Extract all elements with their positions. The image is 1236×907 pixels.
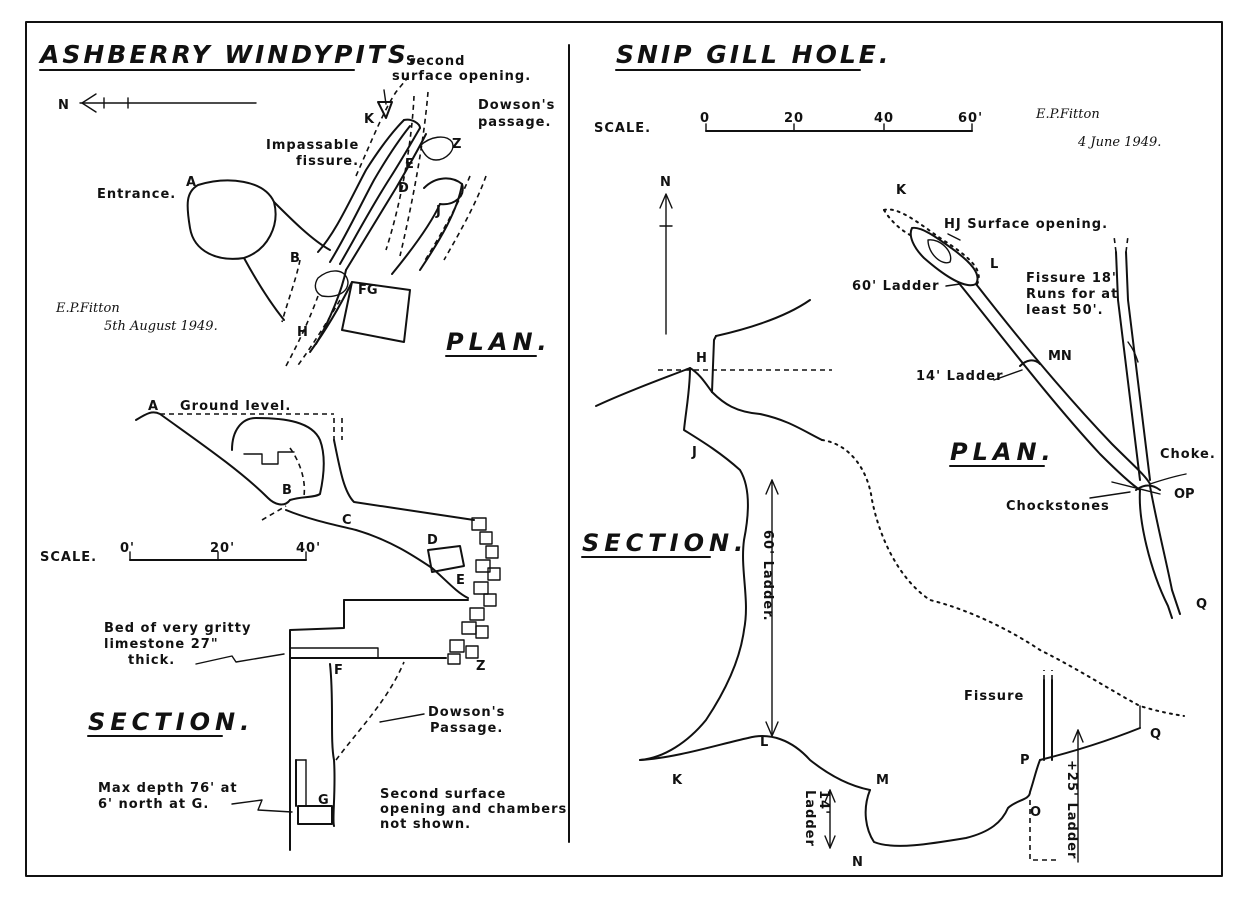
snip-gill-hj-surface-label: HJ Surface opening. <box>944 217 1108 232</box>
ashberry-fissure-label: fissure. <box>296 154 359 169</box>
ashberry-panel: ASHBERRY WINDYPITS. N Second surface ope… <box>38 40 567 851</box>
ashberry-plan-point-z: Z <box>452 137 461 152</box>
ashberry-section-point-a: A <box>148 399 158 414</box>
ashberry-impassable-label: Impassable <box>266 138 359 153</box>
snip-gill-plan-point-k: K <box>896 183 907 198</box>
ashberry-note-2: opening and chambers <box>380 802 567 817</box>
ashberry-scale-tick-40: 40' <box>296 541 321 556</box>
snip-gill-fissure-label-3: least 50'. <box>1026 303 1104 318</box>
ashberry-section-point-e: E <box>456 573 465 588</box>
ashberry-dowsons-section-label: Dowson's <box>428 705 505 720</box>
snip-gill-25-ladder-section-label: +25' Ladder <box>1064 760 1079 859</box>
ashberry-second-surface-label-2: surface opening. <box>392 69 531 84</box>
snip-gill-section-point-l: L <box>760 735 768 750</box>
snip-gill-signature: E.P.Fitton <box>1035 107 1100 122</box>
snip-gill-plan-drawing <box>883 208 1187 619</box>
ashberry-signature: E.P.Fitton <box>55 301 120 316</box>
snip-gill-section-point-n: N <box>852 855 863 870</box>
chockstone-rubble <box>447 517 501 665</box>
snip-gill-plan-point-op: OP <box>1174 487 1195 502</box>
snip-gill-title: SNIP GILL HOLE. <box>616 40 891 69</box>
ashberry-scale-tick-20: 20' <box>210 541 235 556</box>
snip-gill-fissure-section-label: Fissure <box>964 689 1024 704</box>
snip-gill-fissure-label-1: Fissure 18" <box>1026 271 1120 286</box>
snip-gill-plan-point-mn: MN <box>1048 349 1072 364</box>
ashberry-bed-label-2: limestone 27" <box>104 637 219 652</box>
ashberry-plan-point-d: D <box>398 181 409 196</box>
ashberry-plan-point-a: A <box>186 175 196 190</box>
snip-gill-plan-point-q: Q <box>1196 597 1207 612</box>
ashberry-scale-tick-0: 0' <box>120 541 135 556</box>
snip-gill-signature-date: 4 June 1949. <box>1077 135 1161 150</box>
snip-gill-60-ladder-label: 60' Ladder <box>852 279 940 294</box>
ashberry-section-point-b: B <box>282 483 292 498</box>
ashberry-section-drawing <box>135 411 501 851</box>
ashberry-section-heading: SECTION. <box>88 708 254 736</box>
ashberry-plan-point-j: J <box>435 204 441 219</box>
snip-gill-14-ladder-section-label-2: Ladder <box>802 790 817 847</box>
snip-gill-scale-tick-60: 60' <box>958 111 983 126</box>
ashberry-bed-label-3: thick. <box>128 653 175 668</box>
ashberry-bed-label-1: Bed of very gritty <box>104 621 251 636</box>
snip-gill-section-drawing <box>595 299 1185 863</box>
ashberry-entrance-label: Entrance. <box>97 187 176 202</box>
snip-gill-section-point-q: Q <box>1150 727 1161 742</box>
ashberry-plan-point-fg: FG <box>358 283 378 298</box>
ashberry-scale-label: SCALE. <box>40 550 97 565</box>
gritty-limestone-bed <box>289 647 379 659</box>
snip-gill-14-ladder-section-label: 14' <box>816 790 831 815</box>
ashberry-plan-heading: PLAN. <box>446 328 552 356</box>
snip-gill-panel: SNIP GILL HOLE. SCALE. 0 20 40 60' E.P.F… <box>581 40 1216 870</box>
ashberry-section-point-g: G <box>318 793 329 808</box>
ashberry-ground-level-label: Ground level. <box>180 399 291 414</box>
snip-gill-60-ladder-section-label: 60' Ladder. <box>760 530 775 622</box>
ashberry-scale-bar <box>129 551 307 561</box>
page-border <box>25 21 1223 877</box>
ashberry-dowsons-label-2: passage. <box>478 115 551 130</box>
ashberry-section-point-f: F <box>334 663 343 678</box>
snip-gill-chockstones-label: Chockstones <box>1006 499 1110 514</box>
snip-gill-section-point-p: P <box>1020 753 1030 768</box>
snip-gill-scale-bar <box>705 123 973 132</box>
ashberry-north-arrow-icon: N <box>58 93 257 113</box>
ashberry-section-point-c: C <box>342 513 352 528</box>
snip-gill-section-point-k: K <box>672 773 683 788</box>
ashberry-max-depth-pointer <box>231 799 293 813</box>
ashberry-dowsons-section-label-2: Passage. <box>430 721 503 736</box>
snip-gill-plan-heading: PLAN. <box>950 438 1056 466</box>
snip-gill-section-point-h: H <box>696 351 707 366</box>
ashberry-section-point-z: Z <box>476 659 485 674</box>
snip-gill-scale-label: SCALE. <box>594 121 651 136</box>
snip-gill-14-ladder-label: 14' Ladder <box>916 369 1004 384</box>
ashberry-signature-date: 5th August 1949. <box>104 319 218 334</box>
ashberry-plan-drawing <box>186 73 487 369</box>
ashberry-max-depth-label-1: Max depth 76' at <box>98 781 238 796</box>
snip-gill-plan-point-l: L <box>990 257 998 272</box>
ashberry-dowsons-label: Dowson's <box>478 98 555 113</box>
snip-gill-north-label: N <box>660 175 672 190</box>
ashberry-note-3: not shown. <box>380 817 471 832</box>
ashberry-plan-point-b: B <box>290 251 300 266</box>
ashberry-plan-point-k: K <box>364 112 375 127</box>
snip-gill-north-arrow-icon: N <box>659 175 673 335</box>
ashberry-bed-pointer <box>195 653 285 665</box>
snip-gill-section-point-j: J <box>691 445 697 460</box>
ashberry-title: ASHBERRY WINDYPITS. <box>38 40 421 69</box>
snip-gill-choke-label: Choke. <box>1160 447 1216 462</box>
ashberry-note-1: Second surface <box>380 787 506 802</box>
snip-gill-scale-tick-40: 40 <box>874 111 894 126</box>
snip-gill-scale-tick-20: 20 <box>784 111 804 126</box>
snip-gill-section-heading: SECTION. <box>582 529 748 557</box>
snip-gill-section-point-m: M <box>876 773 889 788</box>
snip-gill-scale-tick-0: 0 <box>700 111 710 126</box>
ashberry-north-label: N <box>58 98 70 113</box>
snip-gill-section-point-o: O <box>1030 805 1041 820</box>
ashberry-section-point-d: D <box>427 533 438 548</box>
ashberry-max-depth-label-2: 6' north at G. <box>98 797 209 812</box>
snip-gill-fissure-label-2: Runs for at <box>1026 287 1118 302</box>
ashberry-second-surface-label: Second <box>406 54 465 69</box>
